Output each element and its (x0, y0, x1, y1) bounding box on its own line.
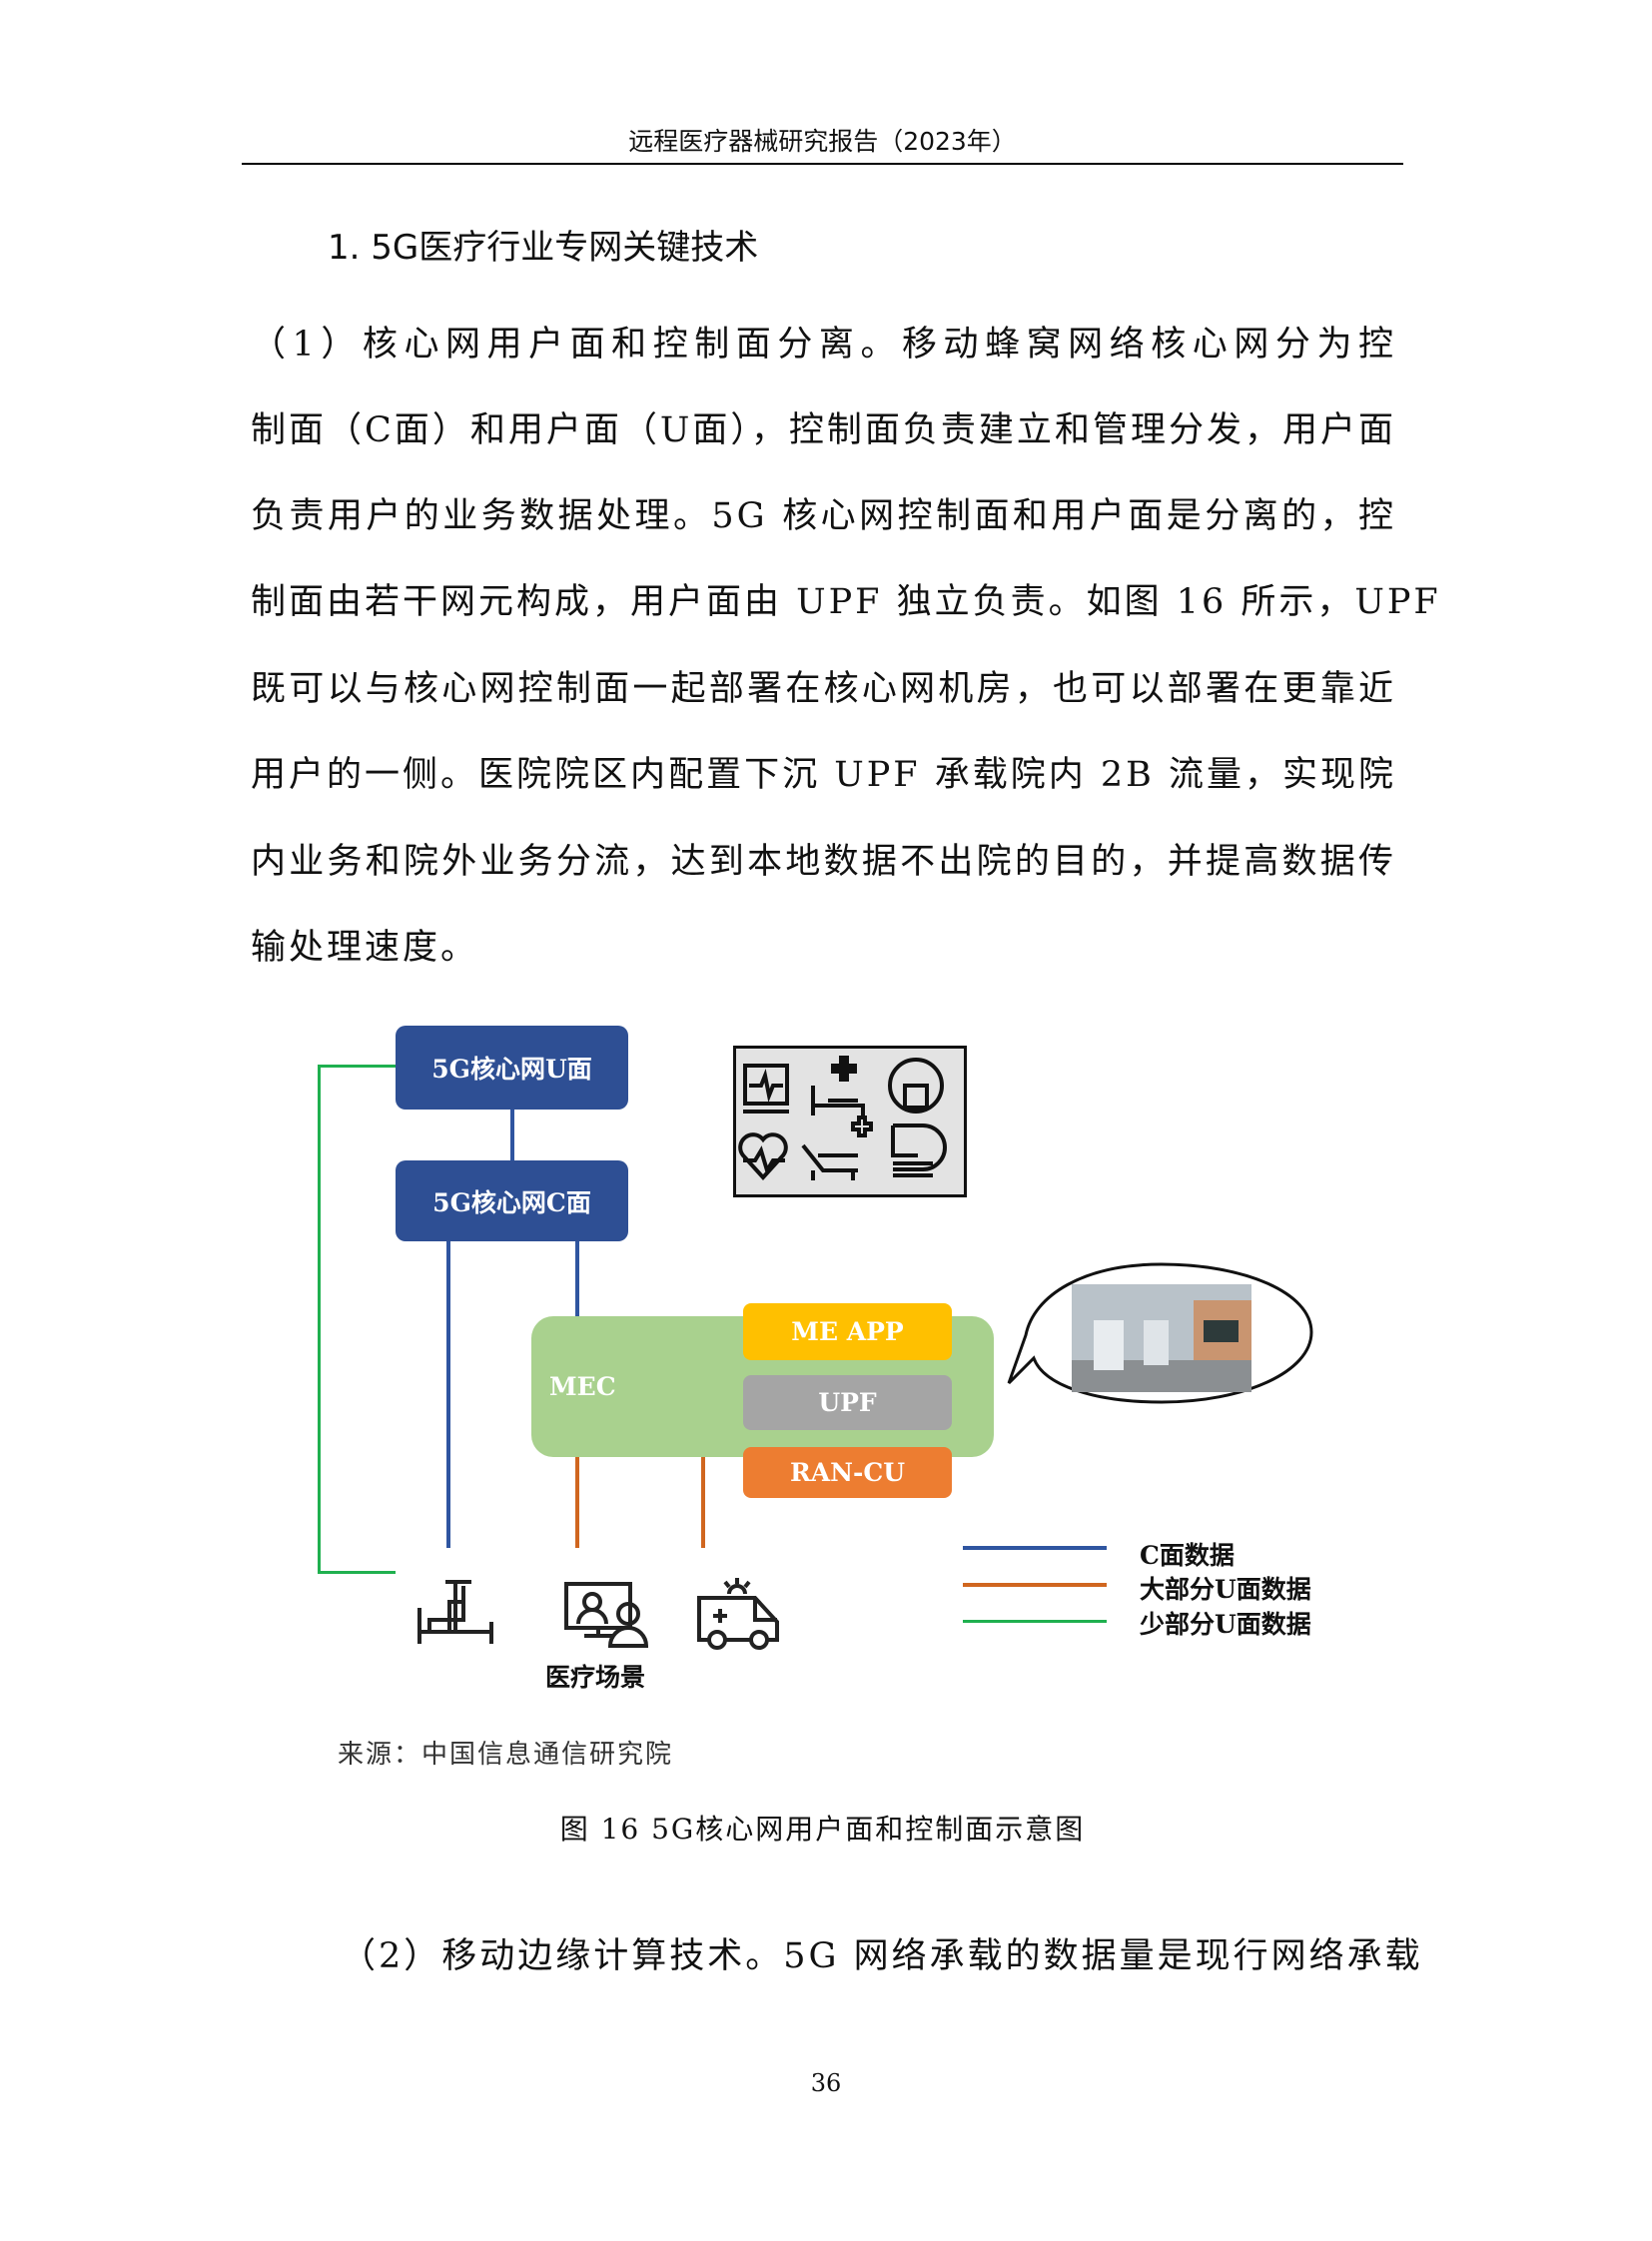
paragraph-line: 内业务和院外业务分流，达到本地数据不出院的目的，并提高数据传 (251, 842, 1396, 882)
me-app-box: ME APP (743, 1303, 952, 1360)
remote-consultation-icon (564, 1582, 648, 1648)
mec-label: MEC (549, 1372, 616, 1401)
green-line (318, 1065, 396, 1068)
ambulance-icon (697, 1578, 779, 1650)
blue-line (446, 1241, 450, 1548)
figure-source: 来源：中国信息通信研究院 (338, 1740, 674, 1770)
paragraph-line: （1）核心网用户面和控制面分离。移动蜂窝网络核心网分为控 (251, 325, 1396, 365)
paragraph-line: 制面（C面）和用户面（U面），控制面负责建立和管理分发，用户面 (251, 410, 1396, 450)
paragraph-line: 既可以与核心网控制面一起部署在核心网机房，也可以部署在更靠近 (251, 669, 1396, 709)
orange-line (575, 1457, 579, 1548)
paragraph-line: （2）移动边缘计算技术。5G 网络承载的数据量是现行网络承载 (341, 1936, 1423, 1976)
green-line (318, 1571, 396, 1574)
legend-swatch-c (963, 1546, 1107, 1550)
medical-devices-icon-panel (733, 1046, 967, 1197)
c-plane-box: 5G核心网C面 (396, 1160, 628, 1241)
paragraph-line: 用户的一侧。医院院区内配置下沉 UPF 承载院内 2B 流量，实现院 (251, 755, 1396, 795)
hospital-bed-iv-icon (417, 1580, 493, 1644)
u-plane-box: 5G核心网U面 (396, 1026, 628, 1110)
legend-swatch-minor-u (963, 1620, 1107, 1623)
paragraph-line: 负责用户的业务数据处理。5G 核心网控制面和用户面是分离的，控 (251, 496, 1396, 536)
upf-box: UPF (743, 1375, 952, 1430)
header-rule (242, 163, 1403, 165)
scene-label: 医疗场景 (545, 1663, 646, 1692)
legend-swatch-major-u (963, 1583, 1107, 1587)
ran-cu-box: RAN-CU (743, 1447, 952, 1498)
legend-label: 大部分U面数据 (1140, 1575, 1311, 1604)
legend-label: 少部分U面数据 (1140, 1610, 1311, 1639)
section-heading: 1. 5G医疗行业专网关键技术 (328, 228, 759, 268)
paragraph-line: 制面由若干网元构成，用户面由 UPF 独立负责。如图 16 所示，UPF (251, 582, 1441, 622)
running-header: 远程医疗器械研究报告（2023年） (628, 127, 1017, 156)
legend-label: C面数据 (1140, 1541, 1235, 1570)
speech-bubble (1007, 1262, 1313, 1404)
blue-line (575, 1241, 579, 1317)
hospital-room-photo (1072, 1284, 1251, 1392)
paragraph-line: 输处理速度。 (251, 928, 479, 968)
page-number: 36 (810, 2069, 842, 2097)
green-line (318, 1065, 321, 1574)
orange-line (701, 1457, 705, 1548)
figure-caption: 图 16 5G核心网用户面和控制面示意图 (559, 1813, 1086, 1846)
blue-line (510, 1110, 514, 1161)
